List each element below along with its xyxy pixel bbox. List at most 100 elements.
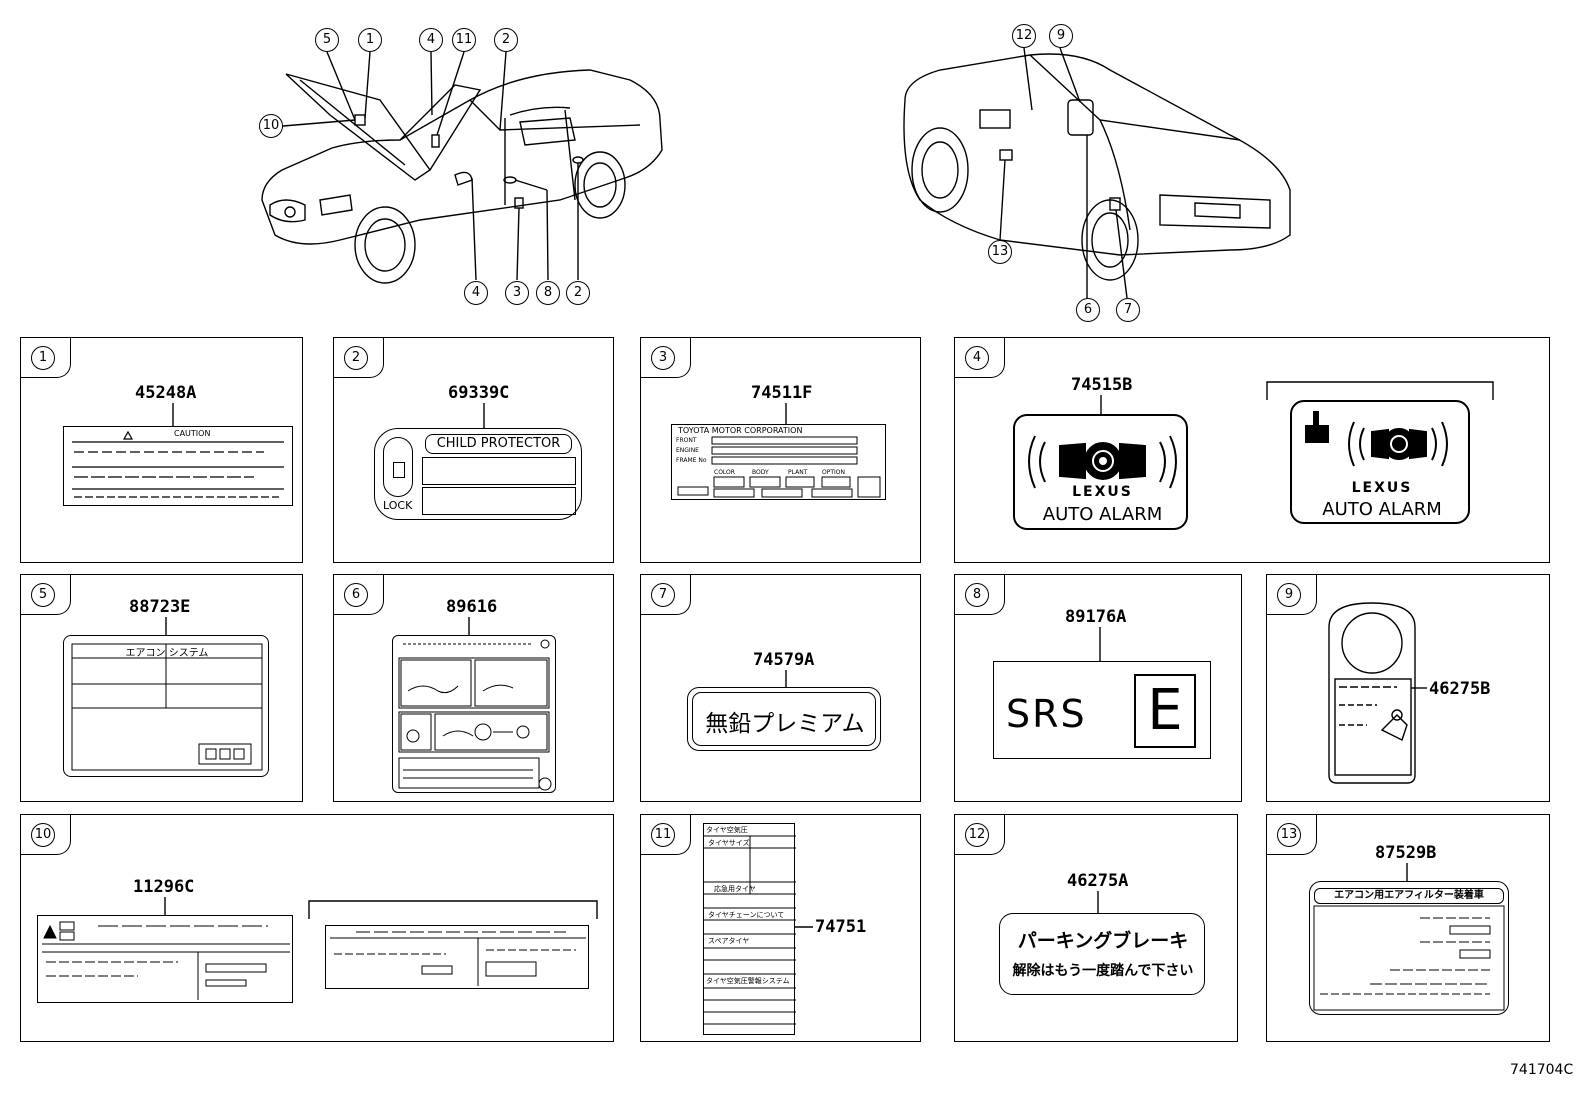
panel-6: 6 89616: [333, 574, 614, 802]
panel-number: 10: [31, 823, 55, 847]
unleaded-premium-text: 無鉛プレミアム: [705, 711, 865, 737]
auto-alarm-text: AUTO ALARM: [1322, 499, 1442, 520]
callout-2-top: 2: [494, 28, 518, 52]
tire-pressure-label: タイヤ空気圧 タイヤサイズ 応急用タイヤ タイヤチェーンについて スペアタイヤ …: [703, 823, 796, 1035]
panel-3: 3 74511F TOYOTA MOTOR CORPORATION FRONT …: [640, 337, 921, 563]
col-color: COLOR: [714, 469, 735, 476]
panel-tab: 10: [21, 815, 71, 855]
part-number: 87529B: [1375, 843, 1437, 863]
callout-2-bottom: 2: [566, 281, 590, 305]
part-number: 74579A: [753, 650, 815, 670]
part-number: 89616: [446, 597, 498, 617]
callout-11-top: 11: [452, 28, 476, 52]
front-car-drawing: [261, 51, 663, 284]
lexus-wordmark: LEXUS: [1351, 480, 1413, 496]
panel-number: 3: [651, 346, 675, 370]
callout-13-rear: 13: [988, 240, 1012, 264]
part-number: 45248A: [135, 383, 197, 403]
callout-10-top: 10: [259, 114, 283, 138]
tire-row-6: タイヤ空気圧警報システム: [706, 977, 790, 985]
panel-2: 2 69339C CHILD PROTECTOR LOCK: [333, 337, 614, 563]
tire-row-3: 応急用タイヤ: [714, 885, 756, 893]
tire-row-1: タイヤ空気圧: [706, 826, 748, 834]
panel-tab: 4: [955, 338, 1005, 378]
panel-tab: 3: [641, 338, 691, 378]
srs-label: SRS E: [993, 661, 1211, 759]
child-protector-label: CHILD PROTECTOR LOCK: [374, 428, 582, 520]
part-number: 69339C: [448, 383, 510, 403]
col-body: BODY: [752, 469, 769, 476]
lock-text: LOCK: [383, 499, 413, 512]
panel-11: 11 タイヤ空気圧 タイヤサイズ 応急用タイヤ タイヤチェーンについて スペアタ…: [640, 814, 921, 1042]
engine-instruction-label: [392, 635, 556, 793]
panel-number: 9: [1277, 583, 1301, 607]
tire-row-4: タイヤチェーンについて: [708, 911, 785, 919]
panel-tab: 7: [641, 575, 691, 615]
caution-text: CAUTION: [174, 429, 211, 438]
rear-car-drawing: [903, 47, 1291, 299]
air-filter-label: エアコン用エアフィルター装着車: [1309, 881, 1509, 1015]
callout-1-top: 1: [358, 28, 382, 52]
ac-header: エアコン システム: [125, 648, 209, 659]
panel-number: 8: [965, 583, 989, 607]
air-filter-title: エアコン用エアフィルター装着車: [1314, 888, 1504, 904]
callout-12-rear: 12: [1012, 24, 1036, 48]
engine-label-b: [325, 925, 589, 989]
panel-tab: 1: [21, 338, 71, 378]
plate-row-front: FRONT: [676, 437, 697, 444]
panel-tab: 9: [1267, 575, 1317, 615]
srs-code-box: E: [1134, 674, 1196, 748]
panel-tab: 8: [955, 575, 1005, 615]
part-number: 46275B: [1429, 679, 1491, 699]
panel-number: 11: [651, 823, 675, 847]
callout-7-rear: 7: [1116, 298, 1140, 322]
lock-switch-icon: [383, 437, 413, 497]
panel-number: 4: [965, 346, 989, 370]
auto-alarm-label-a: LEXUS AUTO ALARM: [1013, 414, 1188, 530]
part-number: 46275A: [1067, 871, 1129, 891]
panel-tab: 12: [955, 815, 1005, 855]
rear-car-illustration: 12 9 13 6 7: [800, 0, 1592, 330]
auto-alarm-label-b: LEXUS AUTO ALARM: [1290, 400, 1470, 524]
col-option: OPTION: [822, 469, 845, 476]
panel-1: 1 45248A CAUTION: [20, 337, 303, 563]
panel-5: 5 88723E エアコン システム: [20, 574, 303, 802]
part-number: 74511F: [751, 383, 813, 403]
parking-brake-line1: パーキングブレーキ: [1017, 930, 1189, 952]
part-number: 89176A: [1065, 607, 1127, 627]
panel-10: 10 11296C: [20, 814, 614, 1042]
panel-number: 1: [31, 346, 55, 370]
callout-6-rear: 6: [1076, 298, 1100, 322]
diagram-code: 741704C: [1510, 1062, 1574, 1078]
callout-8-bottom: 8: [536, 281, 560, 305]
panel-7: 7 74579A 無鉛プレミアム: [640, 574, 921, 802]
panel-tab: 5: [21, 575, 71, 615]
air-conditioner-label: エアコン システム: [63, 635, 269, 777]
tire-row-2: タイヤサイズ: [708, 839, 750, 847]
panel-tab: 6: [334, 575, 384, 615]
parking-brake-label: パーキングブレーキ 解除はもう一度踏んで下さい: [999, 913, 1205, 995]
auto-alarm-text: AUTO ALARM: [1042, 504, 1163, 525]
panel-number: 2: [344, 346, 368, 370]
parking-brake-line2: 解除はもう一度踏んで下さい: [1012, 963, 1194, 979]
part-number: 74515B: [1071, 375, 1133, 395]
srs-text: SRS: [1006, 692, 1087, 736]
unleaded-premium-label: 無鉛プレミアム: [687, 687, 881, 751]
panel-number: 7: [651, 583, 675, 607]
front-car-illustration: 5 1 4 11 2 10 4 3 8 2: [0, 0, 800, 330]
panel-9: 9 46275B: [1266, 574, 1550, 802]
callout-4-bottom: 4: [464, 281, 488, 305]
panel-12: 12 46275A パーキングブレーキ 解除はもう一度踏んで下さい: [954, 814, 1238, 1042]
part-number: 88723E: [129, 597, 191, 617]
label-title: CHILD PROTECTOR: [425, 434, 572, 454]
part-number: 11296C: [133, 877, 195, 897]
lexus-wordmark: LEXUS: [1072, 484, 1133, 500]
col-plant: PLANT: [788, 469, 808, 476]
plate-row-engine: ENGINE: [676, 447, 699, 454]
panel-tab: 2: [334, 338, 384, 378]
plate-row-frame: FRAME No: [676, 457, 707, 464]
vehicle-id-plate: TOYOTA MOTOR CORPORATION FRONT ENGINE FR…: [671, 424, 886, 500]
caution-label: CAUTION: [63, 426, 293, 506]
panel-number: 12: [965, 823, 989, 847]
panel-8: 8 89176A SRS E: [954, 574, 1242, 802]
